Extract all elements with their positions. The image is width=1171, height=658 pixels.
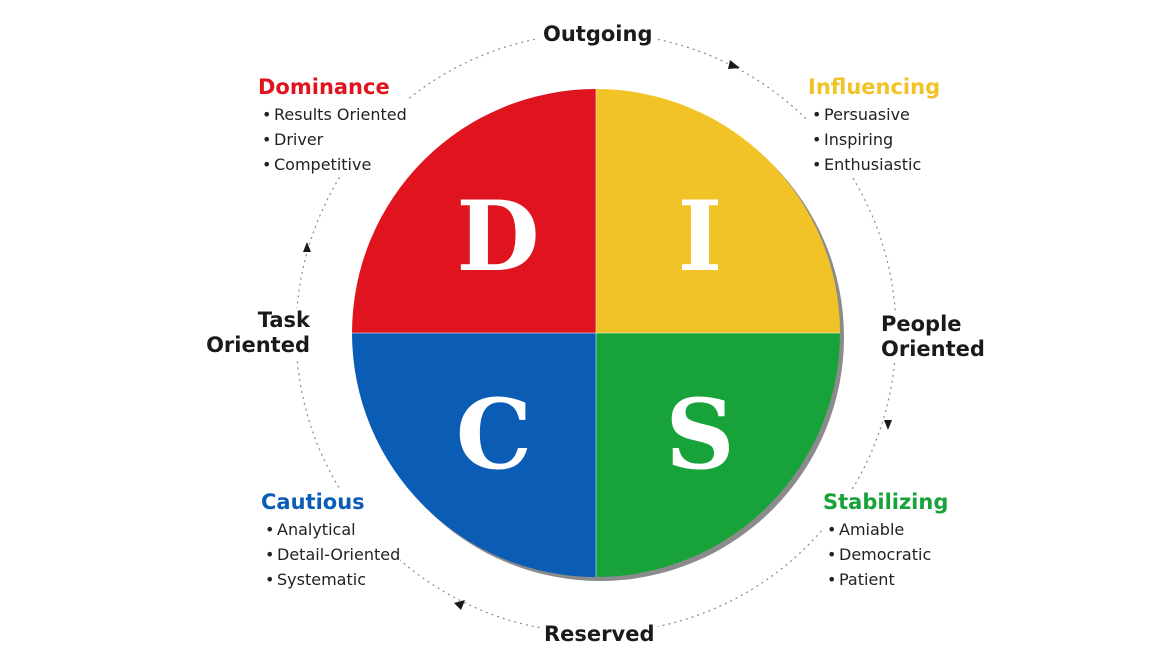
letter-c: C <box>456 378 532 491</box>
dominance-traits: •Results Oriented •Driver •Competitive <box>262 102 407 177</box>
arrow-left-icon <box>303 242 311 252</box>
arrow-bottom-left-icon <box>454 600 465 610</box>
cycle-arrow-icons <box>303 60 892 610</box>
arrow-right-icon <box>884 420 892 430</box>
list-item: •Analytical <box>265 520 356 539</box>
axis-label-right-line1: People <box>881 312 962 336</box>
influencing-block: Influencing •Persuasive •Inspiring •Enth… <box>808 74 941 177</box>
dominance-title: Dominance <box>258 75 390 99</box>
axis-label-left-line1: Task <box>257 308 310 332</box>
letter-s: S <box>665 378 734 491</box>
list-item: •Patient <box>827 570 895 589</box>
axis-label-right: People Oriented <box>881 312 985 362</box>
stabilizing-title: Stabilizing <box>823 490 949 514</box>
cautious-traits: •Analytical •Detail-Oriented •Systematic <box>265 517 400 592</box>
list-item: •Inspiring <box>812 130 894 149</box>
list-item: •Persuasive <box>812 105 910 124</box>
stabilizing-block: Stabilizing •Amiable •Democratic •Patien… <box>823 489 949 592</box>
axis-label-bottom: Reserved <box>540 622 659 647</box>
influencing-traits: •Persuasive •Inspiring •Enthusiastic <box>812 102 940 177</box>
letter-i: I <box>678 180 723 293</box>
quadrant-d <box>352 89 596 333</box>
dominance-block: Dominance •Results Oriented •Driver •Com… <box>258 74 407 177</box>
list-item: •Driver <box>262 130 324 149</box>
cautious-block: Cautious •Analytical •Detail-Oriented •S… <box>261 489 401 592</box>
quadrant-i <box>596 89 840 333</box>
axis-label-top: Outgoing <box>539 22 657 47</box>
quadrant-s <box>596 333 840 577</box>
axis-label-left: Task Oriented <box>204 308 310 358</box>
stabilizing-traits: •Amiable •Democratic •Patient <box>827 517 948 592</box>
arrow-top-right-icon <box>728 60 740 69</box>
quadrant-c <box>352 333 596 577</box>
list-item: •Systematic <box>265 570 366 589</box>
list-item: •Democratic <box>827 545 932 564</box>
list-item: •Amiable <box>827 520 905 539</box>
axis-label-right-line2: Oriented <box>881 337 985 361</box>
letter-d: D <box>456 180 539 293</box>
cautious-title: Cautious <box>261 490 365 514</box>
list-item: •Competitive <box>262 155 372 174</box>
list-item: •Enthusiastic <box>812 155 922 174</box>
influencing-title: Influencing <box>808 75 941 99</box>
axis-label-left-line2: Oriented <box>206 333 310 357</box>
list-item: •Results Oriented <box>262 105 407 124</box>
list-item: •Detail-Oriented <box>265 545 401 564</box>
